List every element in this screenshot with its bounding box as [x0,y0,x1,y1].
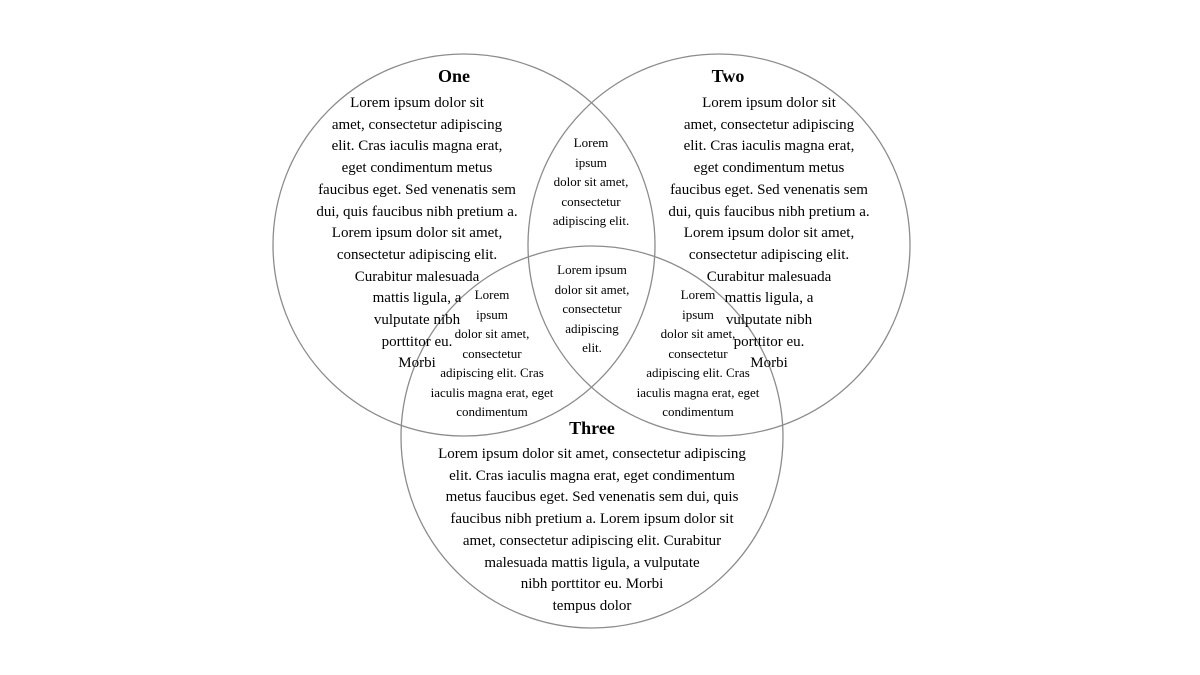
region-text-line: condimentum [662,404,734,419]
region-text-line: Curabitur malesuada [706,268,832,285]
region-text-line: consectetur [561,193,621,209]
region-text-line: condimentum [456,404,528,419]
region-text-line: metus faucibus eget. Sed venenatis sem d… [445,489,739,506]
region-text-line: elit. Cras iaculis magna erat, [683,138,855,155]
region-text-line: amet, consectetur adipiscing [683,116,855,133]
region-text-line: ipsum [575,154,607,170]
region-text-line: Lorem [680,287,716,302]
region-two-only: Lorem ipsum dolor sit amet, consectetur a… [640,93,898,375]
region-text-line: amet, consectetur adipiscing elit. Curab… [462,532,722,549]
region-text-line: Lorem ipsum dolor sit [350,95,484,111]
region-one-only: Lorem ipsum dolor sit amet, consectetur a… [292,93,542,375]
region-text-line: elit. Cras iaculis magna erat, [331,138,503,155]
region-text-line: ipsum [682,306,714,322]
circle-one [272,53,656,437]
region-text-line: dolor sit amet, [454,326,530,341]
set-title-one: One [437,66,470,86]
region-text-line: faucibus eget. Sed venenatis sem [670,181,868,198]
region-text-line: tempus dolor [552,597,632,614]
region-text-line: nibh porttitor eu. Morbi [520,576,664,593]
region-text-line: ipsum [476,306,508,322]
region-text-line: adipiscing elit. [552,213,630,228]
region-text-line: Lorem ipsum [557,262,627,277]
region-text-line: Lorem ipsum dolor sit amet, consectetur … [438,446,746,462]
region-text-line: eget condimentum metus [341,160,493,177]
region-text-line: Morbi [750,355,788,372]
circle-two [527,53,911,437]
region-text-line: Lorem [474,287,510,302]
region-text-line: faucibus nibh pretium a. Lorem ipsum dol… [450,511,734,528]
region-text-line: iaculis magna erat, eget [430,384,554,400]
region-text-line: dolor sit amet, [660,326,736,341]
region-text-line: iaculis magna erat, eget [636,384,760,400]
region-text-line: consectetur adipiscing elit. [688,246,850,263]
region-text-line: faucibus eget. Sed venenatis sem [318,181,516,198]
region-text-line: Curabitur malesuada [354,268,480,285]
region-text-line: Morbi [398,355,436,372]
region-text-line: mattis ligula, a [724,290,814,307]
region-text-line: porttitor eu. [381,333,453,350]
region-text-line: consectetur [562,301,622,316]
region-text-line: vulputate nibh [725,312,813,329]
region-text-line: consectetur adipiscing elit. [336,246,498,263]
region-text-line: consectetur [462,345,522,361]
region-text-line: dolor sit amet, [553,174,629,189]
region-three-only: Lorem ipsum dolor sit amet, consectetur … [406,444,778,618]
circle-three [400,245,784,629]
region-text-line: Lorem [573,135,609,150]
region-text-line: dui, quis faucibus nibh pretium a. [316,203,518,220]
region-text-line: porttitor eu. [733,333,805,350]
region-text-line: elit. Cras iaculis magna erat, eget cond… [449,467,735,484]
region-text-line: dolor sit amet, [554,281,630,297]
region-text-line: adipiscing [565,320,619,336]
set-title-three: Three [569,418,615,438]
region-text-line: Lorem ipsum dolor sit amet, [331,225,503,242]
region-all-three: Lorem ipsum dolor sit amet, consectetur adi… [540,260,644,358]
region-text-line: dui, quis faucibus nibh pretium a. [668,203,870,220]
region-one-two: Lorem ipsum dolor sit amet, consectetur adip… [536,133,646,231]
region-text-line: mattis ligula, a [372,290,462,307]
region-text-line: elit. [582,340,602,355]
region-text-line: adipiscing elit. Cras [646,365,750,380]
region-text-line: Lorem ipsum dolor sit amet, [683,225,855,242]
region-two-three: Lorem ipsum dolor sit amet, consectetur adip… [618,285,778,422]
region-text-line: amet, consectetur adipiscing [331,116,503,133]
set-title-two: Two [711,66,745,86]
region-text-line: malesuada mattis ligula, a vulputate [484,554,700,571]
region-text-line: vulputate nibh [373,312,461,329]
region-text-line: consectetur [668,345,728,361]
region-one-three: Lorem ipsum dolor sit amet, consectetur adip… [412,285,572,422]
region-text-line: Lorem ipsum dolor sit [702,95,836,111]
region-text-line: eget condimentum metus [693,160,845,177]
region-text-line: adipiscing elit. Cras [440,365,544,380]
